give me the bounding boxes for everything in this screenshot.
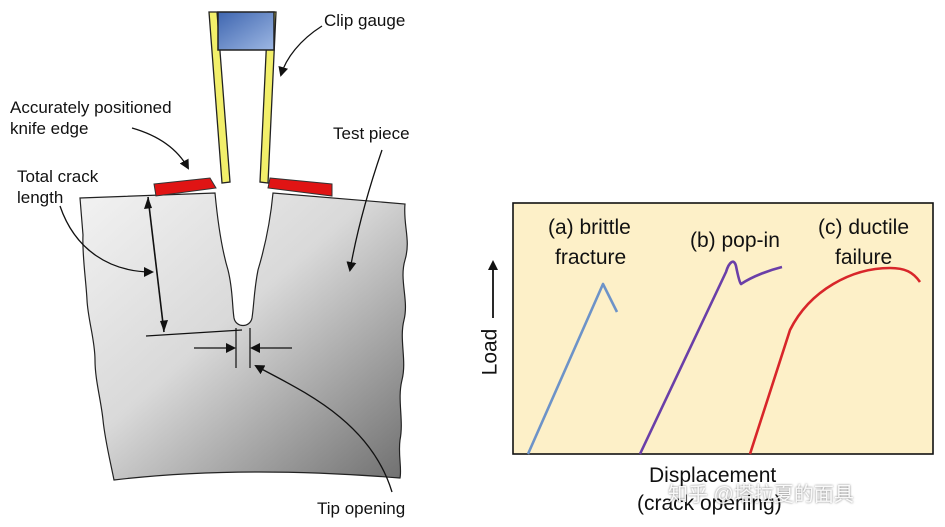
curve-brittle-fracture [526,282,619,455]
tip-opening-leader [254,365,393,493]
curve-label-pop-in: (b) pop-in [690,229,780,252]
knife-edge-right [267,177,333,197]
label-crack-length-line2: length [17,188,64,207]
x-axis-label-line2: (crack opening) [637,492,782,515]
curve-label-ductile-line1: (c) ductile [818,216,910,239]
curve-label-ductile-line2: failure [835,246,893,269]
crack-length-arrow-bottom [160,320,168,332]
label-knife-edge-line2: knife edge [10,119,89,138]
x-axis-label-line1: Displacement [649,464,777,487]
curve-ductile-failure [748,266,922,455]
clip-gauge-head [217,11,275,51]
knife-edge-leader [131,127,189,170]
test-piece-body [79,192,408,481]
curve-pop-in [638,260,783,455]
curve-label-brittle-line2: fracture [555,246,627,269]
label-crack-length-line1: Total crack [17,167,99,186]
label-clip-gauge: Clip gauge [324,11,406,30]
label-knife-edge-line1: Accurately positioned [10,98,172,117]
clip-gauge-arm-left [208,11,231,184]
y-axis-label-load: Load [478,328,502,376]
label-tip-opening: Tip opening [317,499,406,518]
crack-tip-reference-line [145,329,243,337]
watermark: 知乎 @塔拉夏的面具 [668,484,854,506]
crack-length-arrow-top [144,197,152,209]
label-test-piece: Test piece [333,124,410,143]
crack-length-leader [59,205,154,277]
knife-edge-left [153,177,217,197]
curve-label-brittle-line1: (a) brittle [548,216,631,239]
clip-gauge-leader [278,25,323,77]
crack-length-dimension [147,196,165,333]
test-piece-leader [346,149,383,272]
